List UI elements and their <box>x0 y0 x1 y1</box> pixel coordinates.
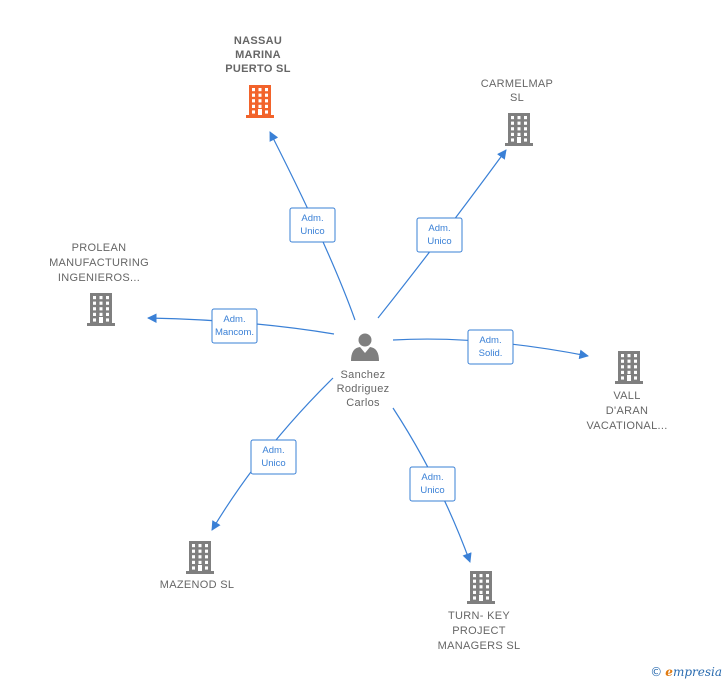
empresia-credit[interactable]: ©empresia <box>650 665 722 679</box>
relation-label-prolean[interactable]: Adm. Mancom. <box>211 308 258 344</box>
building-icon[interactable] <box>505 113 533 146</box>
relation-label-carmelmap[interactable]: Adm. Unico <box>416 217 463 253</box>
building-icon[interactable] <box>467 571 495 604</box>
company-node-vall[interactable]: VALL D'ARAN VACATIONAL... <box>586 351 667 432</box>
relation-label-turnkey[interactable]: Adm. Unico <box>409 466 456 502</box>
company-node-carmelmap[interactable]: CARMELMAP SL <box>481 78 553 146</box>
relation-label-line: Adm. <box>428 223 450 234</box>
company-label-line: PROLEAN <box>72 242 127 254</box>
building-icon[interactable] <box>246 85 274 118</box>
company-label-line: PROJECT <box>452 625 505 637</box>
relation-label-line: Adm. <box>301 213 323 224</box>
building-icon[interactable] <box>87 293 115 326</box>
company-label-line: MANUFACTURING <box>49 257 149 269</box>
relation-label-line: Adm. <box>479 335 501 346</box>
relation-edge-vall: Adm. Solid. <box>392 329 589 365</box>
copyright-symbol: © <box>650 665 663 679</box>
relation-label-line: Adm. <box>262 445 284 456</box>
company-label-line: MARINA <box>235 49 281 61</box>
company-label-line: TURN- KEY <box>448 610 510 622</box>
brand-name: mpresia <box>672 665 722 679</box>
building-icon[interactable] <box>186 541 214 574</box>
relation-label-line: Adm. <box>421 472 443 483</box>
company-label-line: D'ARAN <box>606 405 648 417</box>
relation-label-line: Unico <box>261 458 285 469</box>
person-label-line: Carlos <box>346 397 380 409</box>
relation-edge-nassau: Adm. Unico <box>269 131 356 321</box>
company-node-prolean[interactable]: PROLEAN MANUFACTURING INGENIEROS... <box>49 242 149 326</box>
brand-initial: e <box>665 665 673 679</box>
company-label-line: PUERTO SL <box>225 63 290 75</box>
relation-edge-turnkey: Adm. Unico <box>392 407 472 563</box>
company-node-turnkey[interactable]: TURN- KEY PROJECT MANAGERS SL <box>438 571 521 652</box>
company-label-line: NASSAU <box>234 35 282 47</box>
company-label-line: CARMELMAP <box>481 78 553 90</box>
company-node-mazenod[interactable]: MAZENOD SL <box>160 541 235 591</box>
relation-edge-mazenod: Adm. Unico <box>211 377 334 531</box>
building-icon[interactable] <box>615 351 643 384</box>
relation-label-line: Unico <box>420 485 444 496</box>
relation-edge-prolean: Adm. Mancom. <box>147 308 335 344</box>
relation-label-nassau[interactable]: Adm. Unico <box>289 207 336 243</box>
relation-label-mazenod[interactable]: Adm. Unico <box>250 439 297 475</box>
company-label-line: INGENIEROS... <box>58 272 140 284</box>
relation-edge-carmelmap: Adm. Unico <box>377 149 507 319</box>
company-label-line: VACATIONAL... <box>586 420 667 432</box>
company-label-line: MANAGERS SL <box>438 640 521 652</box>
company-label-line: VALL <box>613 390 640 402</box>
relation-label-line: Unico <box>300 226 324 237</box>
company-label-line: SL <box>510 92 524 104</box>
company-label-line: MAZENOD SL <box>160 579 235 591</box>
person-icon[interactable] <box>351 333 379 362</box>
person-label-line: Rodriguez <box>337 383 390 395</box>
person-label-line: Sanchez <box>341 369 386 381</box>
company-node-nassau[interactable]: NASSAU MARINA PUERTO SL <box>225 35 290 118</box>
relation-label-line: Solid. <box>479 348 503 359</box>
relation-label-line: Adm. <box>223 314 245 325</box>
relation-label-vall[interactable]: Adm. Solid. <box>467 329 514 365</box>
relation-label-line: Unico <box>427 236 451 247</box>
relation-label-line: Mancom. <box>215 327 254 338</box>
